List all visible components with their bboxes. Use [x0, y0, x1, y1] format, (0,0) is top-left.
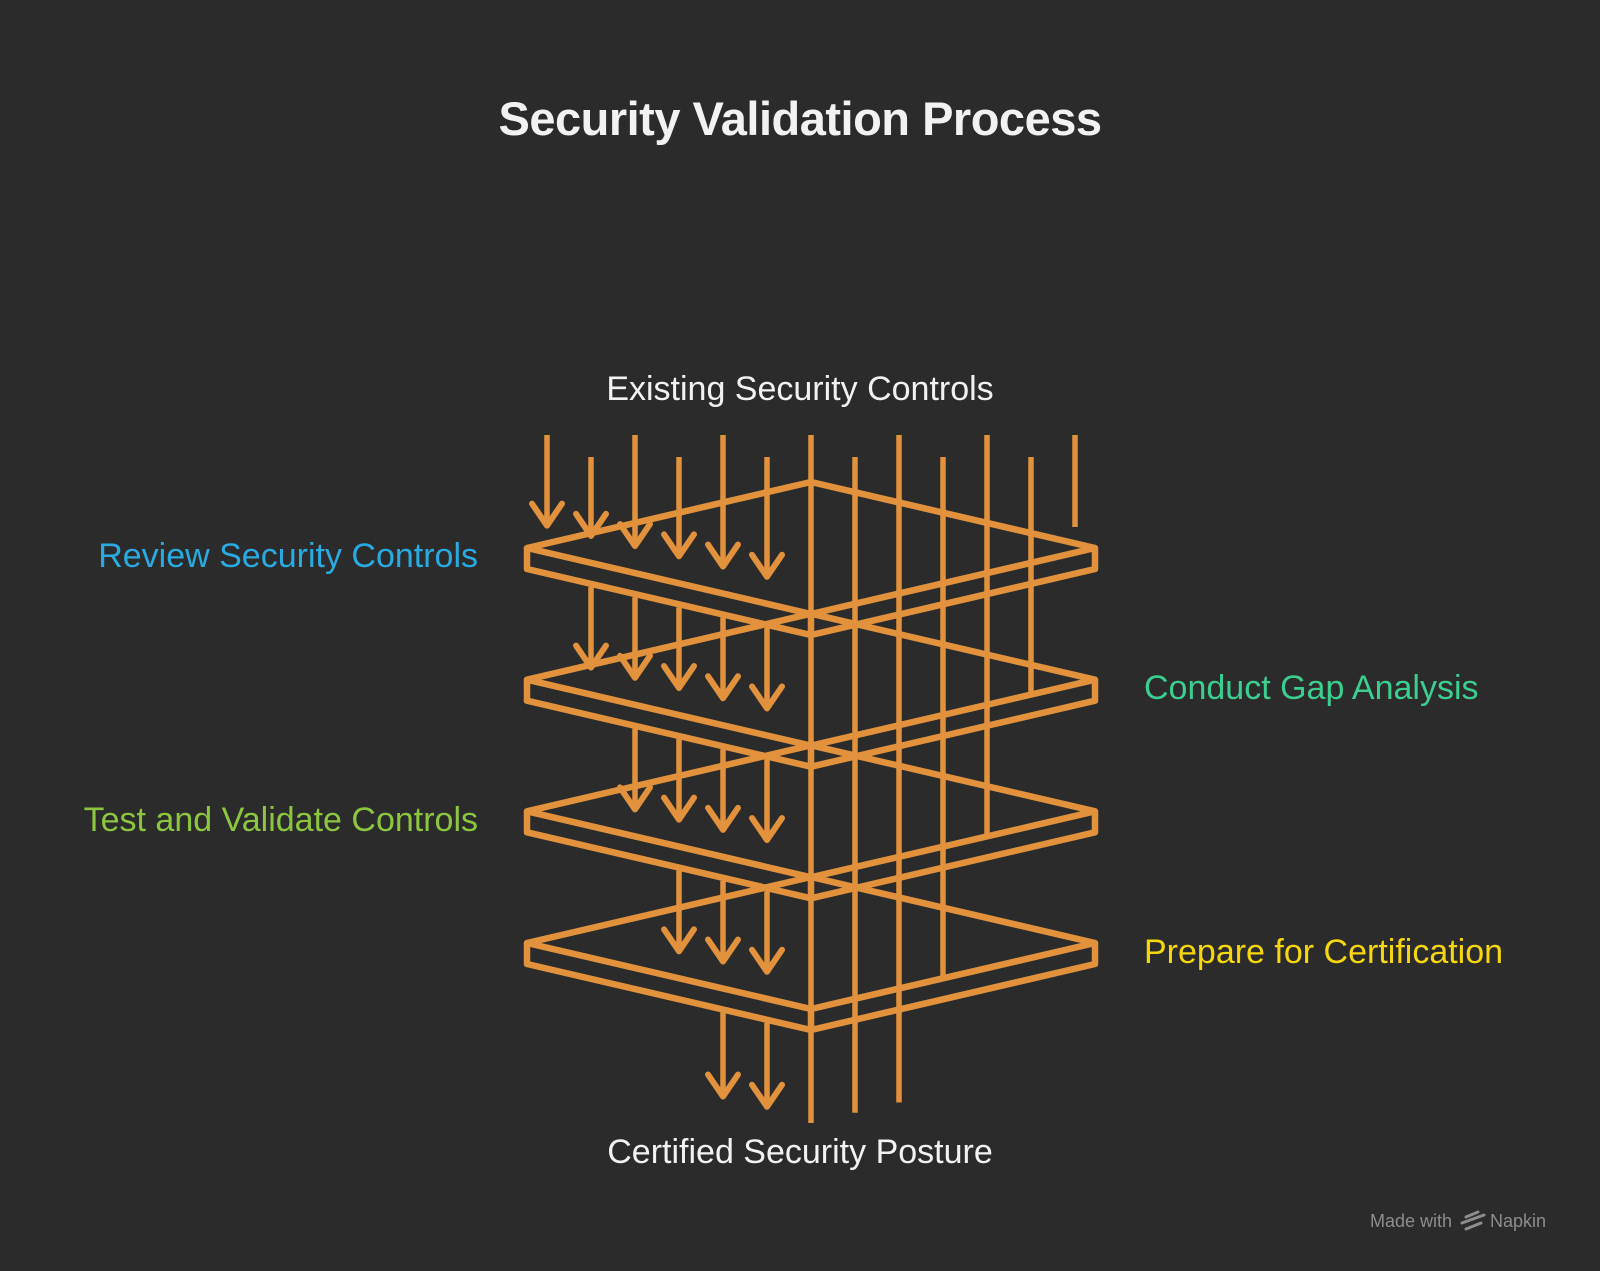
watermark-brand: Napkin	[1490, 1211, 1546, 1231]
gap-2-arrowhead-icon	[617, 784, 653, 813]
gap-0-arrowhead-icon	[573, 510, 609, 539]
gap-3-arrowhead-icon	[749, 946, 785, 975]
gap-1-arrowhead-icon	[705, 673, 741, 702]
gap-2-arrowhead-icon	[749, 815, 785, 844]
gap-1-arrowhead-icon	[617, 652, 653, 681]
gap-3-arrowhead-icon	[705, 936, 741, 965]
gap-4-arrowhead-icon	[749, 1081, 785, 1110]
gap-0-arrowhead-icon	[529, 500, 565, 529]
watermark-prefix: Made with	[1370, 1211, 1452, 1231]
layer-label-prepare-for-certification: Prepare for Certification	[1144, 933, 1503, 971]
gap-3-arrowhead-icon	[661, 926, 697, 955]
watermark: Made with Napkin	[1370, 1210, 1546, 1231]
page-title: Security Validation Process	[499, 92, 1102, 145]
gap-1-arrowhead-icon	[749, 683, 785, 712]
gap-1-arrowhead-icon	[661, 663, 697, 692]
gap-0-arrowhead-icon	[705, 541, 741, 570]
layer-label-review-security-controls: Review Security Controls	[98, 537, 478, 575]
output-label: Certified Security Posture	[607, 1133, 993, 1171]
layer-stack	[523, 435, 1099, 1123]
layer-label-test-and-validate-controls: Test and Validate Controls	[84, 801, 478, 839]
gap-0-arrowhead-icon	[749, 551, 785, 580]
gap-0-arrowhead-icon	[617, 521, 653, 550]
layer-label-conduct-gap-analysis: Conduct Gap Analysis	[1144, 669, 1479, 707]
napkin-logo-icon	[1460, 1210, 1486, 1231]
gap-2-arrowhead-icon	[705, 804, 741, 833]
gap-2-arrowhead-icon	[661, 794, 697, 823]
gap-0-arrowhead-icon	[661, 531, 697, 560]
input-label: Existing Security Controls	[606, 370, 993, 408]
gap-1-arrowhead-icon	[573, 642, 609, 671]
gap-4-arrowhead-icon	[705, 1071, 741, 1100]
